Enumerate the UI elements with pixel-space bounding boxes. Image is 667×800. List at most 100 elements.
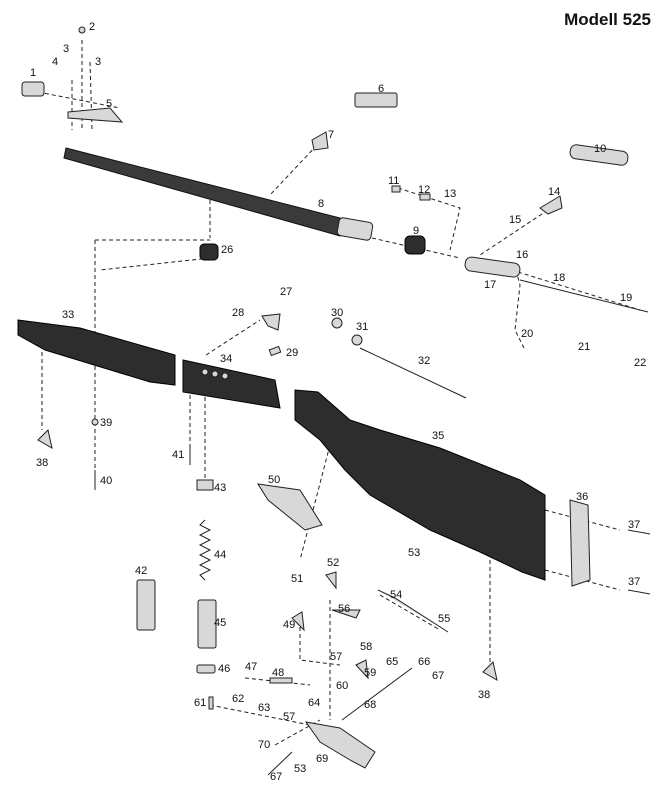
- part-49-hammer: [291, 611, 305, 632]
- part-31-washer: [351, 334, 363, 346]
- callout: 27: [280, 286, 292, 298]
- callout: 20: [521, 328, 533, 340]
- callout: 55: [438, 613, 450, 625]
- callout: 16: [516, 249, 528, 261]
- callout: 33: [62, 309, 74, 321]
- callout: 47: [245, 661, 257, 673]
- callout: 3: [95, 56, 101, 68]
- callout: 11: [388, 175, 399, 187]
- callout: 1: [30, 67, 36, 79]
- part-44-spring: [198, 519, 212, 581]
- part-28-clip: [261, 313, 281, 331]
- part-7-clip: [311, 131, 329, 151]
- receiver-hole-3: [221, 372, 229, 380]
- callout: 9: [413, 225, 419, 237]
- callout: 63: [258, 702, 270, 714]
- callout: 26: [221, 244, 233, 256]
- callout: 14: [548, 186, 560, 198]
- part-14-lever: [539, 195, 563, 215]
- part-9-ring: [404, 235, 426, 255]
- callout: 50: [268, 474, 280, 486]
- callout: 7: [328, 129, 334, 141]
- callout: 51: [291, 573, 303, 585]
- part-67-pin: [267, 751, 293, 776]
- parts: [17, 26, 651, 776]
- part-65-rod: [341, 667, 413, 721]
- callout: 34: [220, 353, 232, 365]
- callout: 4: [52, 56, 58, 68]
- callout: 2: [89, 21, 95, 33]
- part-30-washer: [331, 317, 343, 329]
- callout: 15: [509, 214, 521, 226]
- part-34-receiver: [182, 359, 281, 409]
- part-38-swivel-a: [37, 429, 53, 449]
- callout: 57: [330, 651, 342, 663]
- callout: 48: [272, 667, 284, 679]
- part-8-barrel: [63, 147, 341, 237]
- callout: 21: [578, 341, 590, 353]
- part-46-floorplate: [196, 664, 216, 674]
- callout: 41: [172, 449, 184, 461]
- part-38-swivel-b: [482, 661, 498, 681]
- callout: 57: [283, 711, 295, 723]
- part-6-bracket: [354, 92, 398, 108]
- callout: 43: [214, 482, 226, 494]
- part-26-bushing: [199, 243, 219, 261]
- callout: 49: [283, 619, 295, 631]
- leader-lines: [37, 40, 641, 746]
- part-33-forend: [17, 319, 176, 386]
- part-17-tube: [464, 256, 521, 278]
- callout: 32: [418, 355, 430, 367]
- part-10-tube: [569, 144, 629, 166]
- callout: 67: [270, 771, 282, 783]
- diagram-title: Modell 525: [564, 10, 651, 29]
- part-39-nut: [91, 418, 99, 426]
- callout: 59: [364, 667, 376, 679]
- callout: 53: [408, 547, 420, 559]
- part-35-stock: [294, 389, 546, 581]
- receiver-hole-2: [211, 370, 219, 378]
- callout: 62: [232, 693, 244, 705]
- callout: 66: [418, 656, 430, 668]
- callout: 56: [338, 603, 350, 615]
- callout: 19: [620, 292, 632, 304]
- part-37-screw-b: [627, 589, 651, 595]
- callout: 64: [308, 697, 320, 709]
- callout: 29: [286, 347, 298, 359]
- part-12-pin: [419, 193, 431, 201]
- part-69-trigger-plate: [304, 721, 376, 769]
- callout: 37: [628, 519, 640, 531]
- part-43-follower: [196, 479, 214, 491]
- callout: 45: [214, 617, 226, 629]
- callout: 58: [360, 641, 372, 653]
- part-42-magazine: [136, 579, 156, 631]
- callout: 5: [106, 98, 112, 110]
- part-52-sear: [325, 571, 337, 590]
- part-56-pawl: [331, 609, 361, 619]
- part-1-muzzle-cap: [21, 81, 45, 97]
- callout: 6: [378, 83, 384, 95]
- callout: 3: [63, 43, 69, 55]
- part-45-magazine-body: [197, 599, 217, 649]
- part-5-sight-base: [67, 107, 124, 123]
- part-8-barrel-end: [336, 217, 374, 241]
- callout: 44: [214, 549, 226, 561]
- callout: 60: [336, 680, 348, 692]
- callout: 61: [194, 697, 206, 709]
- part-50-trigger-guard: [257, 483, 323, 531]
- callout: 37: [628, 576, 640, 588]
- callout: 38: [478, 689, 490, 701]
- callout: 13: [444, 188, 456, 200]
- receiver-hole-1: [201, 368, 209, 376]
- callout: 12: [418, 184, 430, 196]
- part-59-spring-holder: [355, 659, 369, 680]
- part-11-pin: [391, 185, 401, 193]
- part-29-pin: [268, 345, 282, 357]
- part-61-pin: [208, 696, 214, 710]
- callout: 8: [318, 198, 324, 210]
- callout: 30: [331, 307, 343, 319]
- callout: 38: [36, 457, 48, 469]
- part-54-lever: [377, 589, 449, 633]
- callout: 67: [432, 670, 444, 682]
- callout: 46: [218, 663, 230, 675]
